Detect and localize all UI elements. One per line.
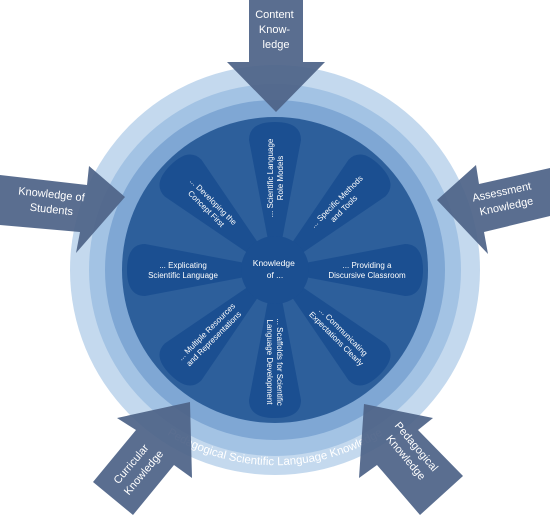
petal-shape	[249, 300, 301, 418]
petal-shape	[127, 244, 245, 296]
arrow-pedagogical-knowledge: Pedagogical Knowledge	[359, 404, 463, 515]
petal-label-line: Discursive Classroom	[328, 271, 406, 280]
petal-label-line: ... Explicating	[159, 261, 207, 270]
petal-label-line: ... Scientific Language	[266, 138, 275, 217]
petal-scaffolds-for-scientific-language-development: ... Scaffolds for ScientificLanguage Dev…	[249, 300, 301, 418]
petal-label-line: ... Providing a	[343, 261, 392, 270]
petal-label-scientific-language-role-models: ... Scientific LanguageRole Models	[266, 138, 285, 217]
petal-shape	[291, 286, 391, 386]
petal-label-line: Role Models	[276, 156, 285, 200]
petal-label-line: Scientific Language	[148, 271, 218, 280]
petal-label-line: Language Development	[265, 320, 274, 406]
petal-shape	[305, 244, 423, 296]
petal-label-line: ... Scaffolds for Scientific	[275, 318, 284, 405]
petal-shape	[159, 154, 259, 254]
arrow-knowledge-of-students: Knowledge of Students	[0, 166, 125, 253]
petal-shape	[159, 286, 259, 386]
arrow-content-knowledge: Content Know- ledge	[227, 0, 325, 112]
ring-label-learning-context: Learning Context	[233, 471, 318, 487]
petal-scientific-language-role-models: ... Scientific LanguageRole Models	[249, 122, 301, 240]
arrow-assessment-knowledge: Assessment Knowledge	[437, 165, 550, 254]
petal-shape	[249, 122, 301, 240]
arrow-curricular-knowledge: Curricular Knowledge	[93, 402, 192, 515]
arrow-label-content-knowledge: Content Know- ledge	[255, 9, 297, 51]
petal-label-scaffolds-for-scientific-language-development: ... Scaffolds for ScientificLanguage Dev…	[265, 318, 284, 405]
center-hub	[241, 236, 309, 304]
petal-shape	[291, 154, 391, 254]
center-label: Knowledge of ...	[253, 258, 297, 280]
